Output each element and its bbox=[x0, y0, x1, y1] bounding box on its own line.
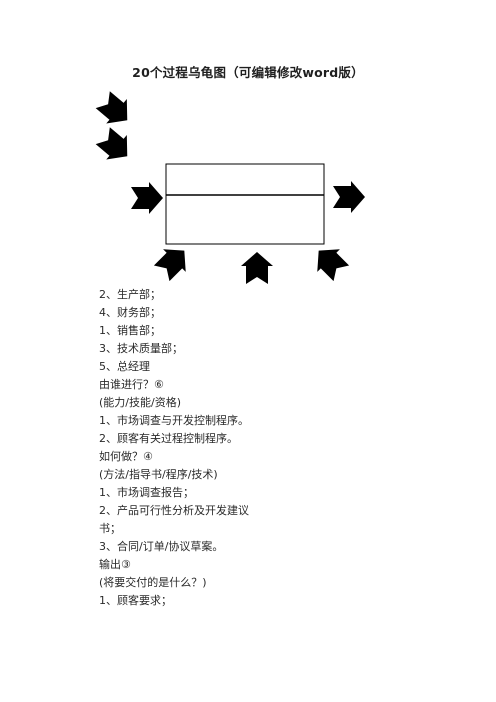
process-box bbox=[165, 163, 325, 245]
output-arrow-icon bbox=[333, 181, 365, 213]
text-line: (方法/指导书/程序/技术) bbox=[99, 468, 218, 481]
arrow-up-right-icon bbox=[150, 239, 196, 285]
text-line: (能力/技能/资格) bbox=[99, 396, 181, 409]
text-line: 2、产品可行性分析及开发建议 bbox=[99, 504, 249, 517]
arrow-down-right-icon bbox=[92, 87, 138, 133]
turtle-diagram bbox=[92, 87, 365, 285]
text-line: 如何做？④ bbox=[99, 450, 153, 463]
text-line: 4、财务部； bbox=[99, 306, 161, 319]
page-title: 20个过程乌龟图（可编辑修改word版） bbox=[132, 65, 364, 80]
text-line: 1、销售部； bbox=[99, 324, 161, 337]
text-line: 2、生产部； bbox=[99, 288, 161, 301]
text-line: 3、合同/订单/协议草案。 bbox=[99, 540, 224, 553]
arrow-down-right-icon bbox=[92, 123, 138, 169]
text-line: 1、顾客要求； bbox=[99, 594, 172, 607]
text-line: (将要交付的是什么？) bbox=[99, 576, 207, 589]
arrow-up-icon bbox=[241, 252, 273, 284]
text-line: 5、总经理 bbox=[99, 360, 150, 373]
text-line: 1、市场调查报告； bbox=[99, 486, 194, 499]
text-line: 由谁进行？⑥ bbox=[99, 378, 164, 391]
arrow-up-left-icon bbox=[307, 239, 353, 285]
text-line: 输出③ bbox=[99, 558, 131, 571]
text-line: 1、市场调查与开发控制程序。 bbox=[99, 414, 249, 427]
text-line: 3、技术质量部； bbox=[99, 342, 183, 355]
text-line: 书； bbox=[99, 522, 121, 535]
input-arrow-icon bbox=[131, 182, 163, 214]
text-line: 2、顾客有关过程控制程序。 bbox=[99, 432, 238, 445]
